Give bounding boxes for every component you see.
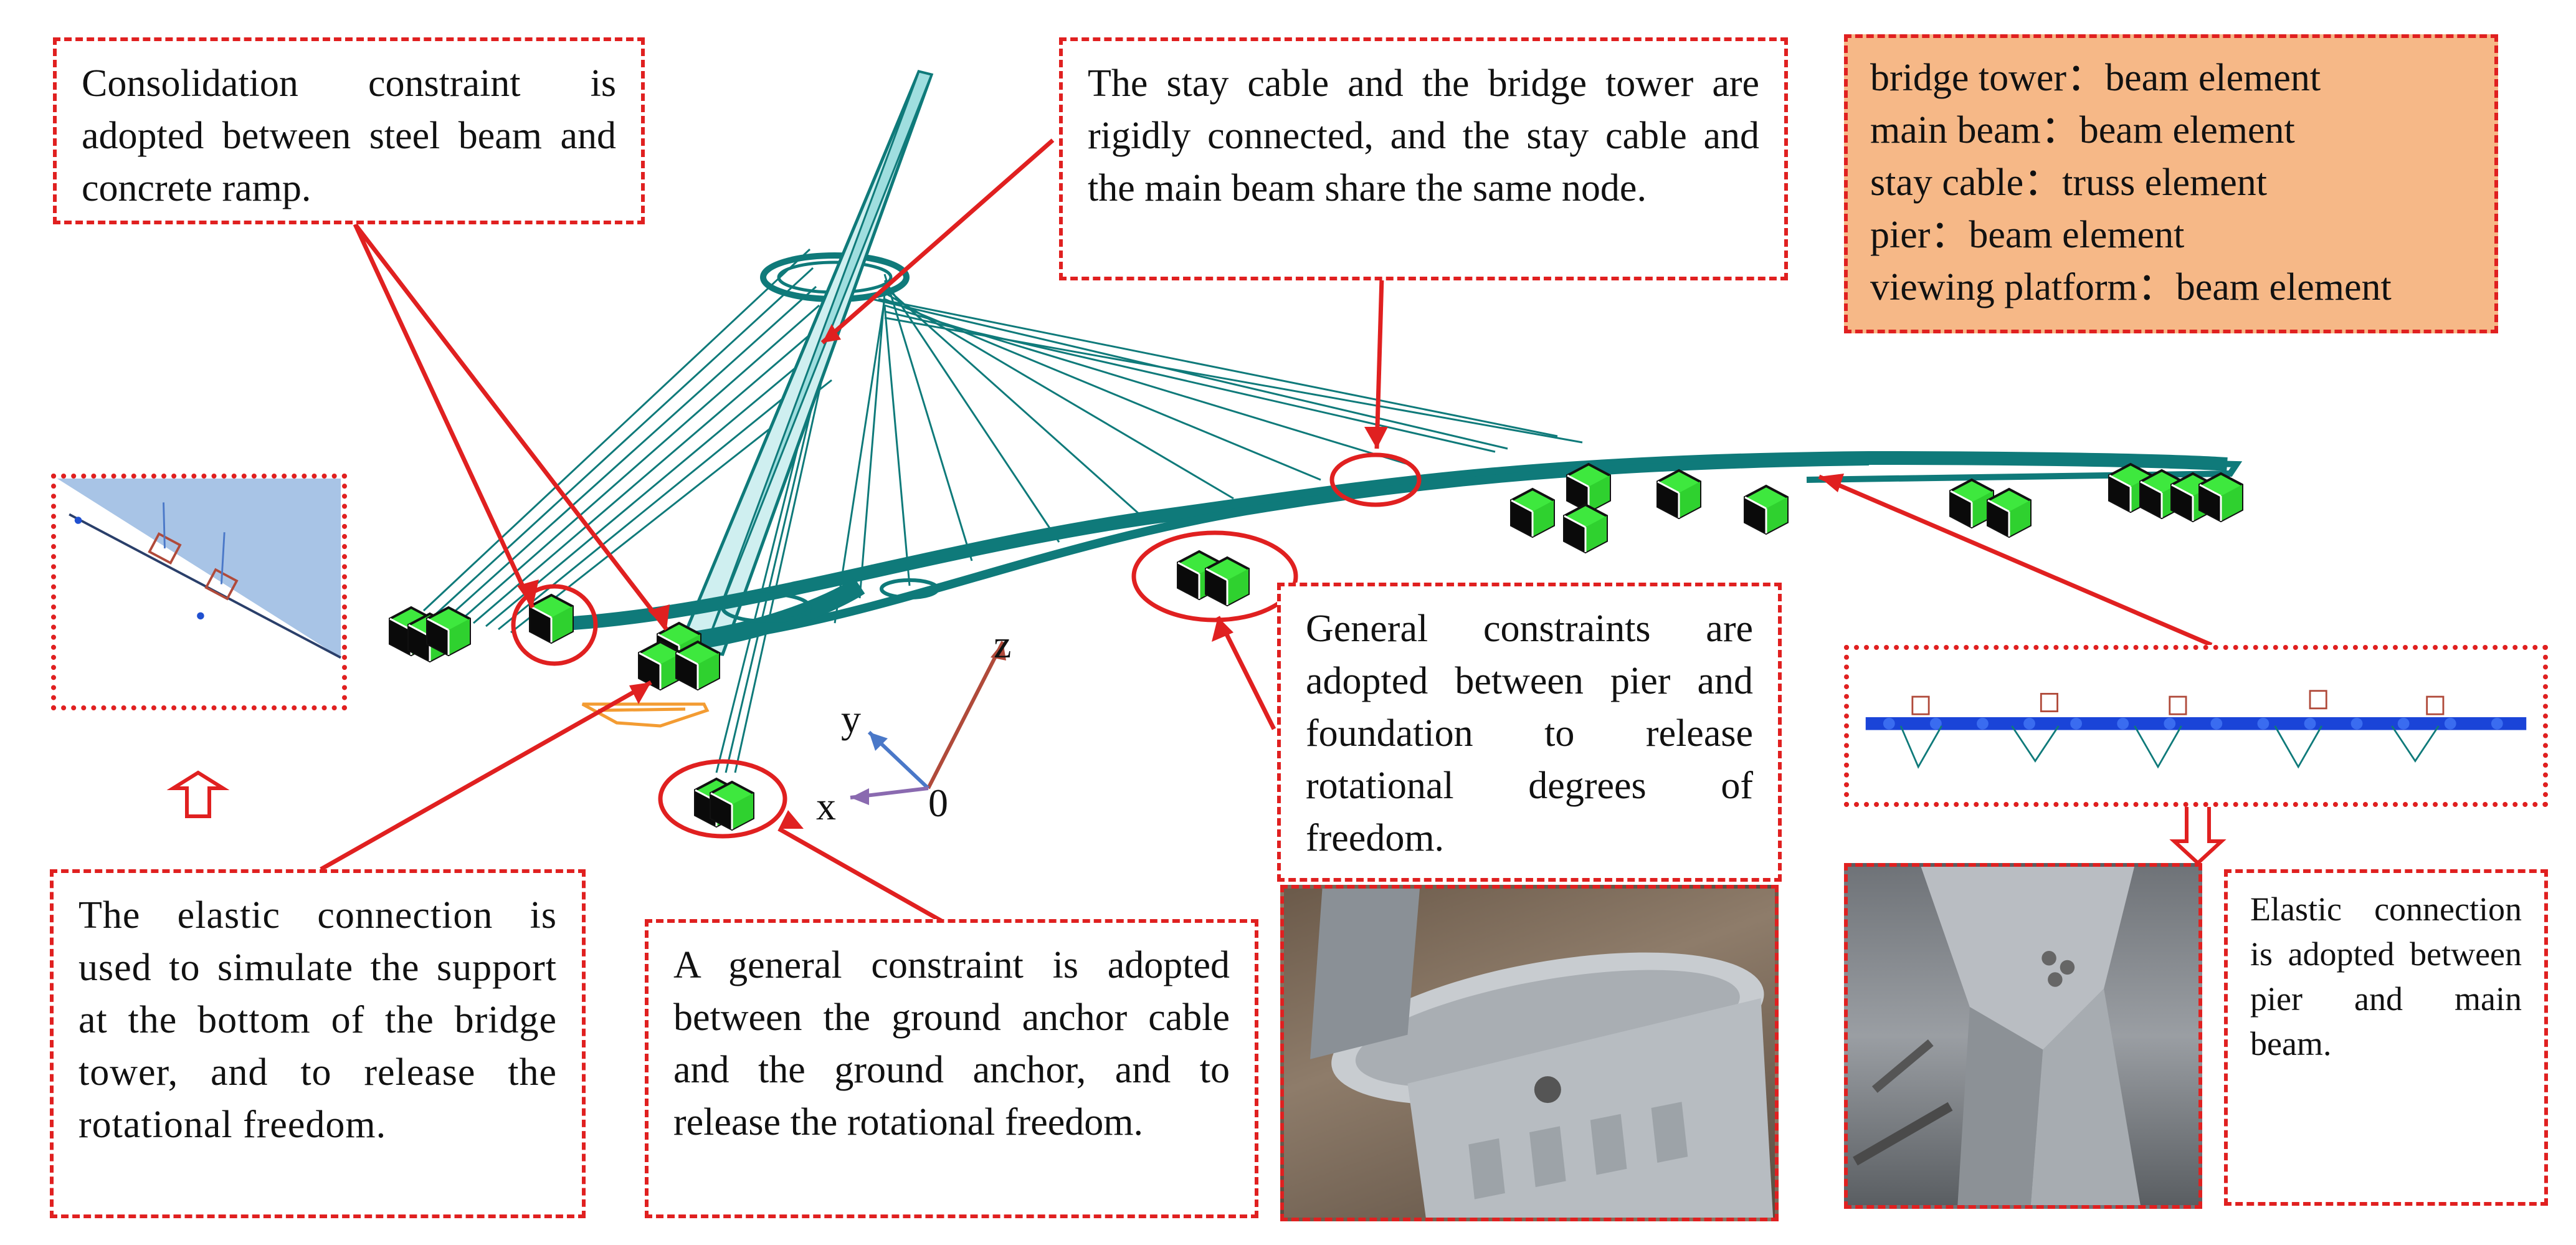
- element-type-legend: bridge tower：beam element main beam：beam…: [1844, 34, 2498, 333]
- legend-row-main-beam: main beam：beam element: [1870, 109, 2295, 151]
- stay-cables: [422, 248, 1583, 773]
- legend-row-bridge-tower: bridge tower：beam element: [1870, 57, 2321, 99]
- callout-ground-anchor: A general constraint is adopted between …: [645, 919, 1258, 1218]
- coordinate-axes: [850, 641, 1006, 805]
- bridge-tower: [677, 70, 934, 656]
- axis-origin-label: 0: [928, 781, 948, 825]
- pointer-arrows: [320, 138, 2213, 925]
- callout-elastic-tower: The elastic connection is used to simula…: [50, 869, 586, 1218]
- axis-x-label: x: [816, 784, 836, 828]
- legend-row-viewing-platform: viewing platform：beam element: [1870, 266, 2392, 308]
- arrow-heads: [517, 324, 1844, 829]
- tower-bottom-inset: [51, 474, 347, 710]
- legend-row-pier: pier：beam element: [1870, 214, 2185, 256]
- callout-general-pier: General constraints are adopted between …: [1277, 583, 1782, 882]
- axis-z-label: z: [994, 622, 1011, 666]
- callout-stay-cable: The stay cable and the bridge tower are …: [1059, 37, 1788, 280]
- viewing-platform: [581, 702, 710, 728]
- callout-consolidation: Consolidation constraint is adopted betw…: [53, 37, 645, 224]
- main-beam: [573, 451, 2243, 651]
- pier-beam-inset: [1844, 645, 2548, 807]
- down-arrows: [166, 770, 2227, 866]
- legend-row-stay-cable: stay cable：truss element: [1870, 161, 2268, 204]
- callout-elastic-pier: Elastic connection is adopted between pi…: [2224, 869, 2548, 1206]
- ground-anchor-photo: [1280, 885, 1779, 1221]
- axis-y-label: y: [841, 697, 861, 741]
- highlight-circles: [511, 452, 1422, 839]
- pier-bearing-photo: [1844, 863, 2202, 1209]
